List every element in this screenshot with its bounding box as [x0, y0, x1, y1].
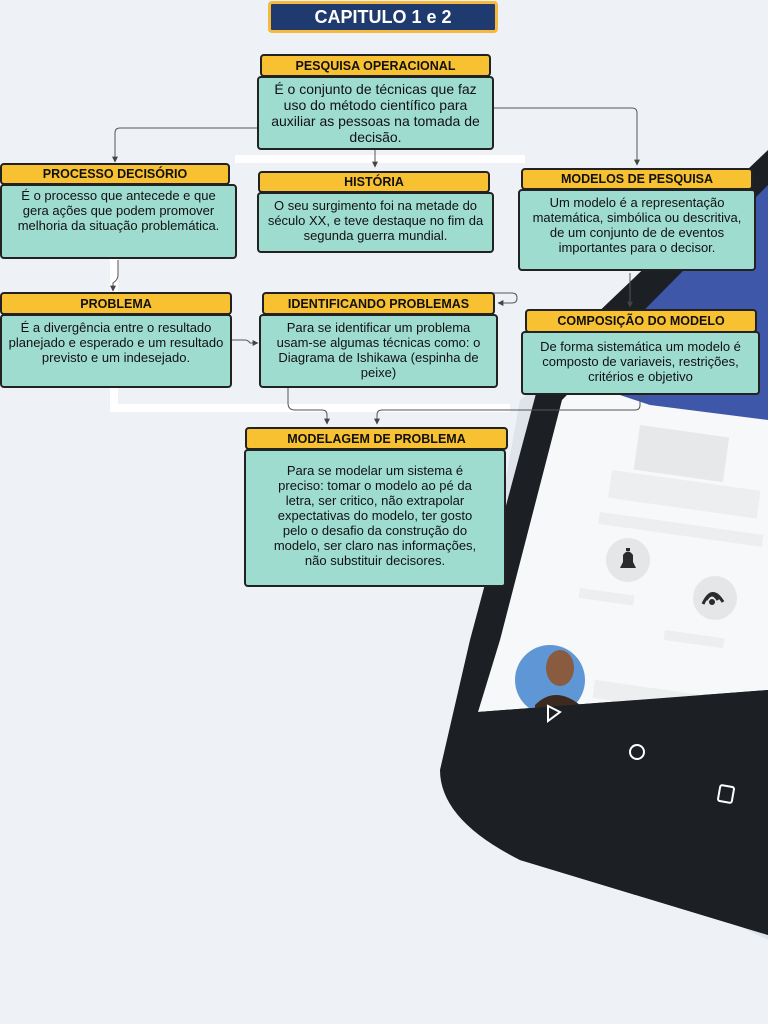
node-header: MODELOS DE PESQUISA: [521, 168, 753, 190]
node-header: PROCESSO DECISÓRIO: [0, 163, 230, 185]
node-header: HISTÓRIA: [258, 171, 490, 193]
background-stripe-right: [235, 155, 525, 163]
node-header: MODELAGEM DE PROBLEMA: [245, 427, 508, 450]
node-body: É o conjunto de técnicas que faz uso do …: [257, 76, 494, 150]
node-header: PESQUISA OPERACIONAL: [260, 54, 491, 77]
node-body: O seu surgimento foi na metade do século…: [257, 192, 494, 253]
page-title: CAPITULO 1 e 2: [268, 1, 498, 33]
background-stripe-bottom: [110, 404, 510, 412]
node-header: COMPOSIÇÃO DO MODELO: [525, 309, 757, 333]
node-body: Para se modelar um sistema é preciso: to…: [244, 449, 506, 587]
node-body: Um modelo é a representação matemática, …: [518, 189, 756, 271]
node-body: De forma sistemática um modelo é compost…: [521, 331, 760, 395]
node-body: É o processo que antecede e que gera açõ…: [0, 184, 237, 259]
node-body: É a divergência entre o resultado planej…: [0, 314, 232, 388]
node-header: PROBLEMA: [0, 292, 232, 315]
node-header: IDENTIFICANDO PROBLEMAS: [262, 292, 495, 315]
node-body: Para se identificar um problema usam-se …: [259, 314, 498, 388]
